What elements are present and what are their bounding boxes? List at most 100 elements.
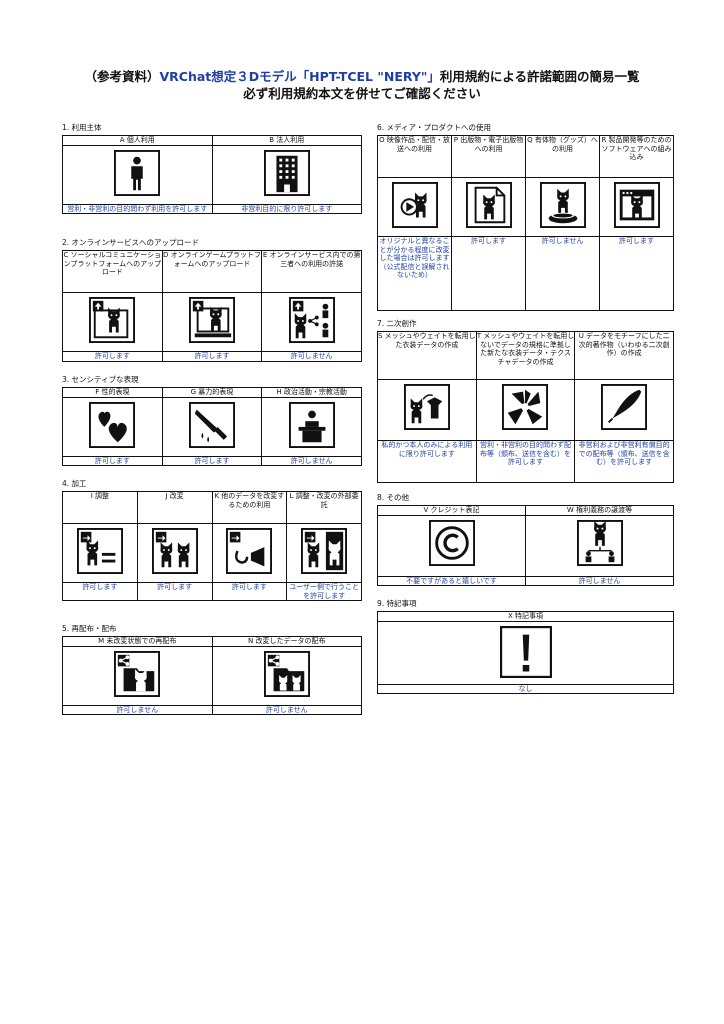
permission-table: O 映像作品・配信・放送への利用 P 出版物・電子出版物への利用 Q 有体物（グ…: [377, 135, 674, 311]
social-upload-icon: [89, 297, 136, 343]
permission-table: I 調整 J 改変 K 他のデータを改変するための利用 L 調整・改変の外部委託…: [62, 491, 362, 602]
item-label: S メッシュやウェイトを転用した衣装データの作成: [377, 331, 477, 380]
item-label: W 権利義務の譲渡等: [525, 505, 674, 516]
section-heading: 1. 利用主体: [62, 123, 102, 132]
item-answer: ユーザー側で行うことを許可します: [286, 581, 362, 602]
permission-table: A 個人利用 B 法人利用 営利・非営利の目的問わず利用を許可します 非営利目的…: [62, 135, 362, 215]
permission-table: F 性的表現 G 暴力的表現 H 政治活動・宗教活動 許可します 許可します 許…: [62, 387, 362, 467]
item-answer: 営利・非営利の目的問わず配布等（頒布、送信を含む）を許可します: [475, 440, 576, 483]
costume-icon: [403, 384, 450, 430]
section-special-notes: 9. 特記事項 X 特記事項 なし: [377, 598, 674, 695]
item-answer: 許可します: [211, 581, 288, 602]
item-answer: 不要ですがあると嬉しいです: [377, 575, 526, 587]
item-answer: 非営利目的に限り許可します: [211, 203, 362, 215]
item-answer: 許可します: [62, 581, 138, 602]
item-answer: 許可します: [161, 351, 263, 362]
software-icon: [613, 182, 660, 228]
section-heading: 4. 加工: [62, 479, 87, 488]
item-label: F 性的表現: [62, 387, 163, 398]
item-answer: なし: [377, 683, 674, 695]
section-processing: 4. 加工 I 調整 J 改変 K 他のデータを改変するための利用 L 調整・改…: [62, 478, 362, 602]
item-answer: 許可しません: [211, 704, 362, 716]
permission-table: V クレジット表記 W 権利義務の譲渡等 不要ですがあると嬉しいです 許可しませ…: [377, 505, 674, 587]
section-heading: 5. 再配布・配布: [62, 624, 117, 633]
share-users-icon: [288, 297, 335, 343]
item-answer: 許可しません: [261, 455, 362, 467]
item-label: I 調整: [62, 491, 138, 524]
item-label: X 特記事項: [377, 611, 674, 622]
section-media: 6. メディア・プロダクトへの使用 O 映像作品・配信・放送への利用 P 出版物…: [377, 122, 674, 311]
item-label: D オンラインゲームプラットフォームへのアップロード: [161, 250, 263, 293]
item-answer: オリジナルと異なることが分かる程度に改変した場合は許可します（公式配信と誤解され…: [377, 236, 452, 311]
permission-table: X 特記事項 なし: [377, 611, 674, 695]
item-label: T メッシュやウェイトを転用しないでデータの規格に準拠した新たな衣装データ・テク…: [475, 331, 576, 380]
section-heading: 8. その他: [377, 493, 410, 502]
item-label: A 個人利用: [62, 135, 213, 146]
item-answer: 許可します: [62, 455, 163, 467]
item-answer: 許可します: [599, 236, 674, 311]
hearts-icon: [89, 401, 136, 448]
section-derivative: 7. 二次創作 S メッシュやウェイトを転用した衣装データの作成 T メッシュや…: [377, 318, 674, 483]
item-answer: 許可しません: [525, 575, 674, 587]
item-label: E オンラインサービス内での第三者への利用の許諾: [261, 250, 362, 293]
modify-icon: [151, 528, 198, 574]
title-prefix: （参考資料）: [84, 69, 160, 84]
item-answer: 許可します: [161, 455, 263, 467]
title-subtitle: 必ず利用規約本文を併せてご確認ください: [243, 86, 481, 101]
item-answer: 営利・非営利の目的問わず利用を許可します: [62, 203, 213, 215]
goods-icon: [539, 182, 586, 228]
item-label: J 改変: [136, 491, 213, 524]
title-suffix: 利用規約による許諾範囲の簡易一覧: [439, 69, 640, 84]
permission-table: M 未改変状態での再配布 N 改変したデータの配布 許可しません 許可しません: [62, 636, 362, 716]
section-heading: 7. 二次創作: [377, 319, 417, 328]
section-sensitive: 3. センシティブな表現 F 性的表現 G 暴力的表現 H 政治活動・宗教活動 …: [62, 374, 362, 467]
redistribute-icon: [114, 650, 161, 697]
exclamation-icon: [499, 625, 552, 678]
item-answer: 非営利および非営利有償目的での配布等（頒布、送信を含む）を許可します: [574, 440, 674, 483]
section-online-upload: 2. オンラインサービスへのアップロード C ソーシャルコミュニケーションプラッ…: [62, 237, 362, 362]
item-label: V クレジット表記: [377, 505, 526, 516]
transfer-icon: [576, 519, 623, 566]
item-label: O 映像作品・配信・放送への利用: [377, 135, 452, 178]
item-answer: 許可します: [451, 236, 526, 311]
section-heading: 9. 特記事項: [377, 599, 417, 608]
section-redistribution: 5. 再配布・配布 M 未改変状態での再配布 N 改変したデータの配布 許可しま…: [62, 623, 362, 716]
copyright-icon: [428, 519, 475, 566]
item-label: C ソーシャルコミュニケーションプラットフォームへのアップロード: [62, 250, 163, 293]
title-model-name: VRChat想定３Dモデル「HPT-TCEL "NERY"」: [159, 69, 440, 84]
item-label: K 他のデータを改変するための利用: [211, 491, 288, 524]
item-label: B 法人利用: [211, 135, 362, 146]
section-heading: 2. オンラインサービスへのアップロード: [62, 238, 200, 247]
pen-icon: [601, 384, 648, 430]
item-answer: 私的かつ本人のみによる利用に限り許可します: [377, 440, 477, 483]
video-icon: [391, 182, 438, 228]
outsource-icon: [301, 528, 348, 574]
item-label: R 製品開発等のためのソフトウェアへの組み込み: [599, 135, 674, 178]
item-label: Q 有体物（グッズ）への利用: [525, 135, 600, 178]
section-heading: 6. メディア・プロダクトへの使用: [377, 123, 492, 132]
item-answer: 許可します: [136, 581, 213, 602]
item-answer: 許可しません: [62, 704, 213, 716]
item-label: U データをモチーフにした二次的著作物（いわゆる二次創作）の作成: [574, 331, 674, 380]
item-label: L 調整・改変の外部委託: [286, 491, 362, 524]
knife-icon: [188, 401, 235, 448]
item-answer: 許可しません: [525, 236, 600, 311]
section-other: 8. その他 V クレジット表記 W 権利義務の譲渡等 不要ですがあると嬉しいで…: [377, 492, 674, 587]
item-label: M 未改変状態での再配布: [62, 636, 213, 647]
person-icon: [114, 149, 161, 196]
item-label: N 改変したデータの配布: [211, 636, 362, 647]
podium-icon: [288, 401, 335, 448]
item-answer: 許可します: [62, 351, 163, 362]
item-label: G 暴力的表現: [161, 387, 263, 398]
adjust-icon: [76, 528, 123, 574]
permission-table: S メッシュやウェイトを転用した衣装データの作成 T メッシュやウェイトを転用し…: [377, 331, 674, 483]
building-icon: [263, 149, 310, 196]
reuse-data-icon: [226, 528, 273, 574]
permission-table: C ソーシャルコミュニケーションプラットフォームへのアップロード D オンライン…: [62, 250, 362, 362]
distribute-modified-icon: [263, 650, 310, 697]
section-heading: 3. センシティブな表現: [62, 375, 139, 384]
item-label: H 政治活動・宗教活動: [261, 387, 362, 398]
publication-icon: [465, 182, 512, 228]
section-user: 1. 利用主体 A 個人利用 B 法人利用 営利・非営利の目的問わず利用を許可し…: [62, 122, 362, 215]
new-costume-icon: [502, 384, 549, 430]
